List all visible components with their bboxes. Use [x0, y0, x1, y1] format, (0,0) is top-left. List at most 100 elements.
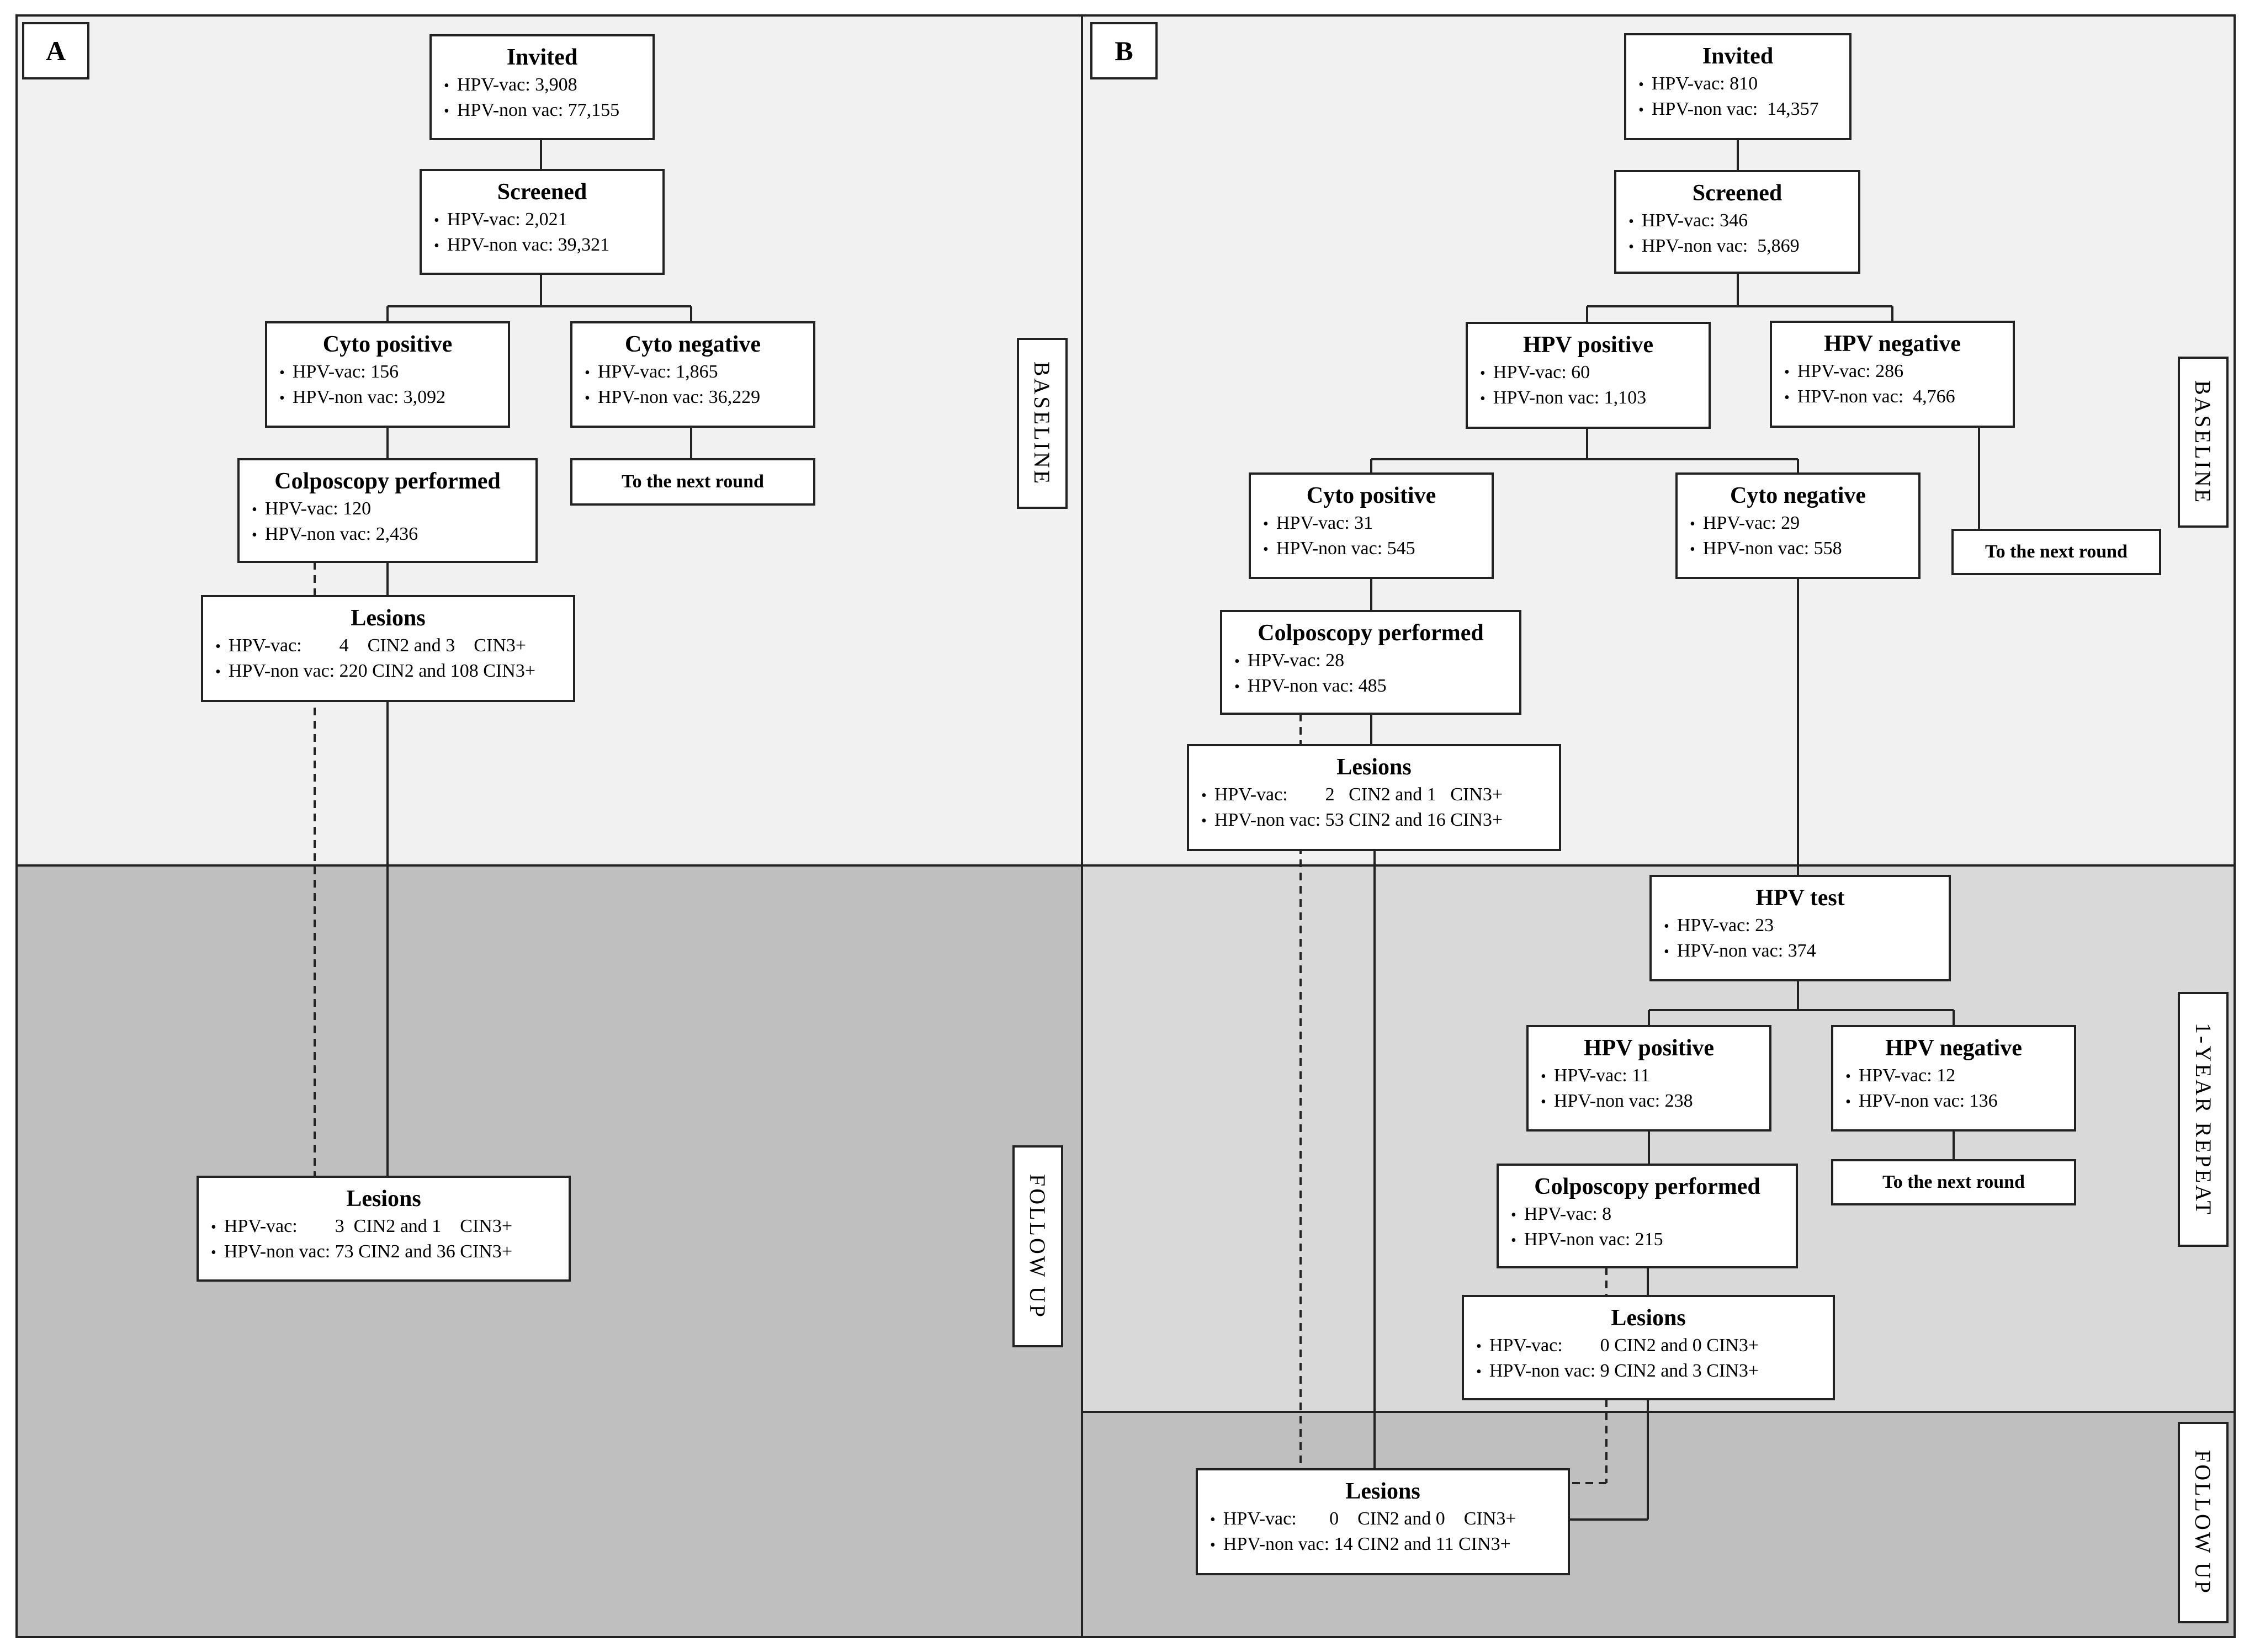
node-line: HPV-non vac: 53 CIN2 and 16 CIN3+ [1201, 808, 1547, 833]
b-repeat-hpv-positive-box: HPV positive HPV-vac: 11 HPV-non vac: 23… [1526, 1025, 1771, 1132]
node-line: HPV-non vac: 4,766 [1784, 385, 2001, 410]
b-colposcopy-box: Colposcopy performed HPV-vac: 28 HPV-non… [1220, 610, 1521, 715]
node-line: HPV-vac: 11 [1541, 1064, 1757, 1089]
node-line: HPV-vac: 1,865 [585, 360, 801, 385]
a-followup-lesions-box: Lesions HPV-vac: 3 CIN2 and 1 CIN3+ HPV-… [197, 1176, 571, 1282]
phase-label: BASELINE [1030, 361, 1055, 486]
phase-label: FOLLOW UP [2190, 1449, 2216, 1596]
a-next-round-box: To the next round [570, 458, 815, 506]
node-line: HPV-vac: 0 CIN2 and 0 CIN3+ [1210, 1507, 1556, 1532]
node-line: HPV-vac: 120 [252, 497, 523, 522]
node-line: HPV-vac: 3,908 [444, 73, 640, 98]
panel-a-phase-baseline: BASELINE [1017, 338, 1068, 509]
node-title: Cyto negative [624, 332, 761, 357]
b-cyto-negative-box: Cyto negative HPV-vac: 29 HPV-non vac: 5… [1675, 472, 1921, 579]
node-title: HPV negative [1824, 331, 1961, 357]
panel-b-phase-followup: FOLLOW UP [2178, 1422, 2229, 1623]
node-line: HPV-non vac: 545 [1263, 536, 1479, 562]
node-line: HPV-non vac: 238 [1541, 1089, 1757, 1114]
panel-b-label: B [1090, 22, 1158, 79]
node-title: Colposcopy performed [1258, 620, 1484, 646]
node-line: HPV-vac: 8 [1511, 1202, 1784, 1228]
node-line: HPV-non vac: 220 CIN2 and 108 CIN3+ [215, 659, 561, 684]
node-line: HPV-non vac: 485 [1234, 674, 1507, 699]
phase-label: FOLLOW UP [1025, 1173, 1051, 1319]
node-line: HPV-non vac: 36,229 [585, 385, 801, 411]
node-line: HPV-vac: 31 [1263, 511, 1479, 536]
b-hpv-negative-box: HPV negative HPV-vac: 286 HPV-non vac: 4… [1770, 321, 2015, 428]
b-next-round-box-1: To the next round [1951, 529, 2161, 575]
panel-b-phase-baseline: BASELINE [2178, 357, 2229, 528]
node-line: HPV-vac: 156 [279, 360, 496, 385]
b-lesions-box: Lesions HPV-vac: 2 CIN2 and 1 CIN3+ HPV-… [1187, 744, 1561, 851]
node-line: HPV-vac: 0 CIN2 and 0 CIN3+ [1476, 1334, 1821, 1359]
panel-a-label: A [22, 22, 89, 79]
node-line: HPV-vac: 29 [1690, 511, 1906, 536]
node-line: HPV-vac: 286 [1784, 359, 2001, 385]
node-line: HPV-vac: 2,021 [434, 208, 650, 233]
node-line: HPV-vac: 23 [1664, 913, 1937, 939]
node-title: HPV positive [1583, 1035, 1715, 1061]
a-cyto-negative-box: Cyto negative HPV-vac: 1,865 HPV-non vac… [570, 321, 815, 428]
node-line: HPV-non vac: 558 [1690, 536, 1906, 562]
node-title: Lesions [346, 1186, 421, 1212]
node-line: HPV-vac: 2 CIN2 and 1 CIN3+ [1201, 783, 1547, 808]
b-screened-box: Screened HPV-vac: 346 HPV-non vac: 5,869 [1614, 170, 1860, 274]
node-title: Invited [506, 45, 578, 70]
a-cyto-positive-box: Cyto positive HPV-vac: 156 HPV-non vac: … [265, 321, 510, 428]
node-title: Cyto positive [322, 332, 453, 357]
node-title: Lesions [351, 605, 426, 631]
b-repeat-hpv-negative-box: HPV negative HPV-vac: 12 HPV-non vac: 13… [1831, 1025, 2076, 1132]
node-title: Colposcopy performed [1534, 1174, 1760, 1199]
node-line: HPV-non vac: 39,321 [434, 233, 650, 258]
node-title: Colposcopy performed [274, 469, 501, 494]
node-title: HPV positive [1522, 332, 1654, 358]
b-cyto-positive-box: Cyto positive HPV-vac: 31 HPV-non vac: 5… [1249, 472, 1494, 579]
node-line: HPV-non vac: 2,436 [252, 522, 523, 548]
node-line: HPV-non vac: 14 CIN2 and 11 CIN3+ [1210, 1532, 1556, 1558]
node-line: HPV-vac: 4 CIN2 and 3 CIN3+ [215, 634, 561, 659]
b-hpv-positive-box: HPV positive HPV-vac: 60 HPV-non vac: 1,… [1466, 322, 1711, 429]
node-line: HPV-vac: 3 CIN2 and 1 CIN3+ [211, 1214, 556, 1240]
node-title: Lesions [1611, 1305, 1686, 1331]
node-line: HPV-non vac: 3,092 [279, 385, 496, 411]
node-title: Cyto negative [1730, 483, 1866, 508]
node-title: Lesions [1345, 1479, 1420, 1504]
panel-a-baseline-band [15, 14, 1082, 865]
node-line: HPV-vac: 810 [1638, 72, 1837, 97]
panel-a-phase-followup: FOLLOW UP [1012, 1145, 1063, 1347]
node-line: HPV-non vac: 1,103 [1480, 386, 1696, 411]
node-title: Screened [1692, 180, 1783, 206]
node-title: HPV negative [1885, 1035, 2022, 1061]
b-next-round-box-2: To the next round [1831, 1159, 2076, 1205]
node-line: HPV-non vac: 14,357 [1638, 97, 1837, 123]
node-line: HPV-non vac: 73 CIN2 and 36 CIN3+ [211, 1240, 556, 1265]
a-screened-box: Screened HPV-vac: 2,021 HPV-non vac: 39,… [420, 169, 665, 275]
b-followup-lesions-box: Lesions HPV-vac: 0 CIN2 and 0 CIN3+ HPV-… [1196, 1468, 1570, 1575]
node-line: HPV-non vac: 215 [1511, 1228, 1784, 1253]
node-line: HPV-non vac: 5,869 [1628, 234, 1846, 259]
b-hpv-test-box: HPV test HPV-vac: 23 HPV-non vac: 374 [1649, 875, 1951, 981]
b-repeat-colposcopy-box: Colposcopy performed HPV-vac: 8 HPV-non … [1497, 1164, 1798, 1268]
node-line: HPV-non vac: 9 CIN2 and 3 CIN3+ [1476, 1359, 1821, 1384]
node-line: HPV-non vac: 77,155 [444, 98, 640, 124]
b-invited-box: Invited HPV-vac: 810 HPV-non vac: 14,357 [1624, 33, 1852, 140]
node-line: HPV-non vac: 374 [1664, 939, 1937, 964]
node-line: HPV-vac: 60 [1480, 360, 1696, 386]
a-lesions-box: Lesions HPV-vac: 4 CIN2 and 3 CIN3+ HPV-… [201, 595, 575, 702]
panel-b-baseline-band [1082, 14, 2236, 865]
a-colposcopy-box: Colposcopy performed HPV-vac: 120 HPV-no… [237, 458, 538, 563]
node-title: Screened [497, 179, 587, 205]
node-title: Cyto positive [1306, 483, 1436, 508]
phase-label: BASELINE [2190, 380, 2216, 504]
node-line: HPV-non vac: 136 [1845, 1089, 2062, 1114]
node-title: HPV test [1755, 885, 1845, 911]
node-title: Lesions [1336, 755, 1412, 780]
node-line: HPV-vac: 346 [1628, 209, 1846, 234]
node-title: Invited [1702, 44, 1774, 69]
node-line: HPV-vac: 12 [1845, 1064, 2062, 1089]
a-invited-box: Invited HPV-vac: 3,908 HPV-non vac: 77,1… [429, 34, 655, 140]
panel-b-phase-repeat: 1-YEAR REPEAT [2178, 992, 2229, 1247]
phase-label: 1-YEAR REPEAT [2190, 1022, 2216, 1217]
node-line: HPV-vac: 28 [1234, 649, 1507, 674]
